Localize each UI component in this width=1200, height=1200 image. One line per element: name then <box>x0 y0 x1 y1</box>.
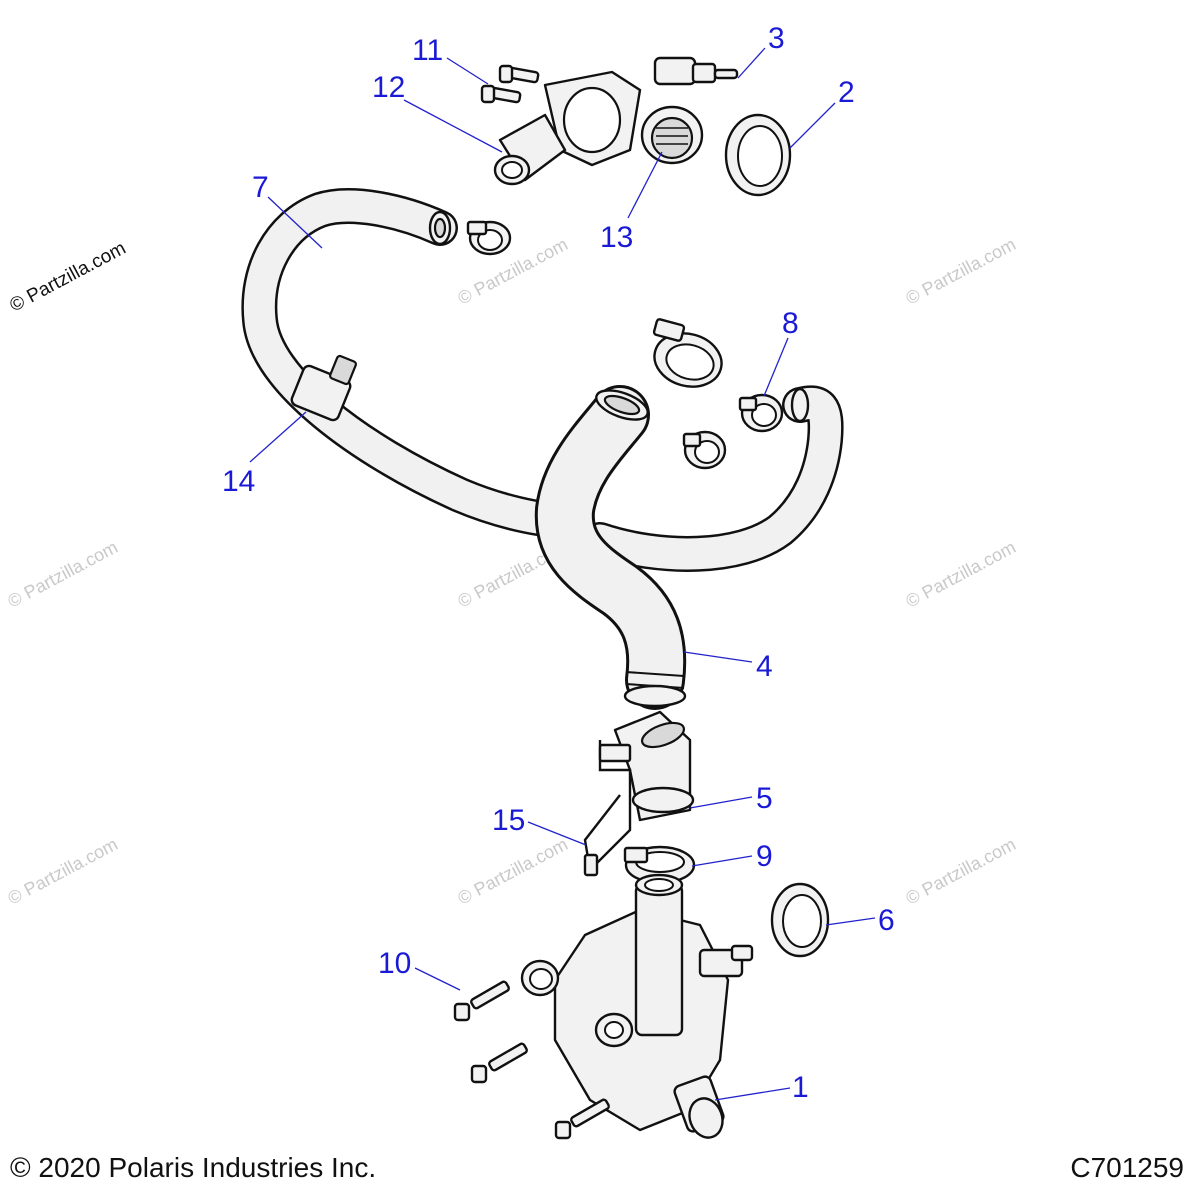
callout-4: 4 <box>756 650 773 683</box>
leader-line-8 <box>763 337 789 397</box>
leader-line-6 <box>825 917 876 926</box>
copyright-notice: © 2020 Polaris Industries Inc. <box>10 1152 377 1183</box>
part-14-hose-clip <box>290 354 357 422</box>
leader-line-7 <box>267 196 323 249</box>
leader-line-4 <box>683 651 753 663</box>
leader-line-9 <box>691 855 753 867</box>
callout-2: 2 <box>838 76 855 109</box>
part-10-bolt <box>453 980 510 1022</box>
hose-clamp <box>520 959 560 997</box>
part-11-bolts <box>480 64 540 104</box>
callout-8: 8 <box>782 307 799 340</box>
leader-line-3 <box>737 47 766 79</box>
callout-13: 13 <box>600 221 633 254</box>
part-3-temperature-sensor <box>653 56 739 86</box>
part-2-o-ring <box>724 113 792 197</box>
watermark: © Partzilla.com <box>902 537 1018 612</box>
watermark: © Partzilla.com <box>902 834 1018 909</box>
leader-line-11 <box>446 57 489 85</box>
leader-line-2 <box>789 102 836 149</box>
leader-line-14 <box>249 411 307 463</box>
callout-14: 14 <box>222 465 255 498</box>
callout-5: 5 <box>756 782 773 815</box>
bolt <box>470 1042 528 1084</box>
watermark: © Partzilla.com <box>902 234 1018 309</box>
part-1-water-pump <box>553 873 754 1139</box>
callout-labels: 1 2 3 4 5 6 7 8 9 10 11 12 13 14 15 <box>222 22 895 1104</box>
hose-clamp <box>682 430 727 470</box>
callout-12: 12 <box>372 71 405 104</box>
leader-line-15 <box>527 821 587 846</box>
figure-code: C701259 <box>1070 1152 1184 1183</box>
callout-1: 1 <box>792 1071 809 1104</box>
leader-line-13 <box>627 151 663 219</box>
part-4-side-branch <box>582 385 844 572</box>
watermark: © Partzilla.com <box>4 537 120 612</box>
callout-6: 6 <box>878 904 895 937</box>
part-6-o-ring <box>770 882 830 958</box>
part-4-y-hose <box>534 385 687 710</box>
part-13-thermostat <box>640 105 704 165</box>
leader-line-5 <box>689 796 753 809</box>
watermark: © Partzilla.com <box>6 238 129 317</box>
part-5-elbow-fitting <box>613 710 695 822</box>
watermark: © Partzilla.com <box>4 834 120 909</box>
callout-7: 7 <box>252 171 269 204</box>
callout-11: 11 <box>412 34 443 67</box>
callout-3: 3 <box>768 22 785 55</box>
leader-line-10 <box>414 967 461 991</box>
callout-10: 10 <box>378 947 411 980</box>
hose-clamp <box>466 220 512 256</box>
part-7-hose <box>241 188 578 538</box>
leader-line-1 <box>714 1087 791 1101</box>
part-15-wire-clip <box>583 740 632 877</box>
leader-lines <box>249 47 876 1101</box>
hose-clamp <box>652 318 723 388</box>
callout-15: 15 <box>492 804 525 837</box>
part-8-hose-clamp <box>738 393 784 433</box>
callout-9: 9 <box>756 840 773 873</box>
part-12-thermostat-housing <box>493 70 642 186</box>
watermark: © Partzilla.com <box>454 834 570 909</box>
bolt <box>554 1098 610 1140</box>
leader-line-12 <box>403 99 503 153</box>
